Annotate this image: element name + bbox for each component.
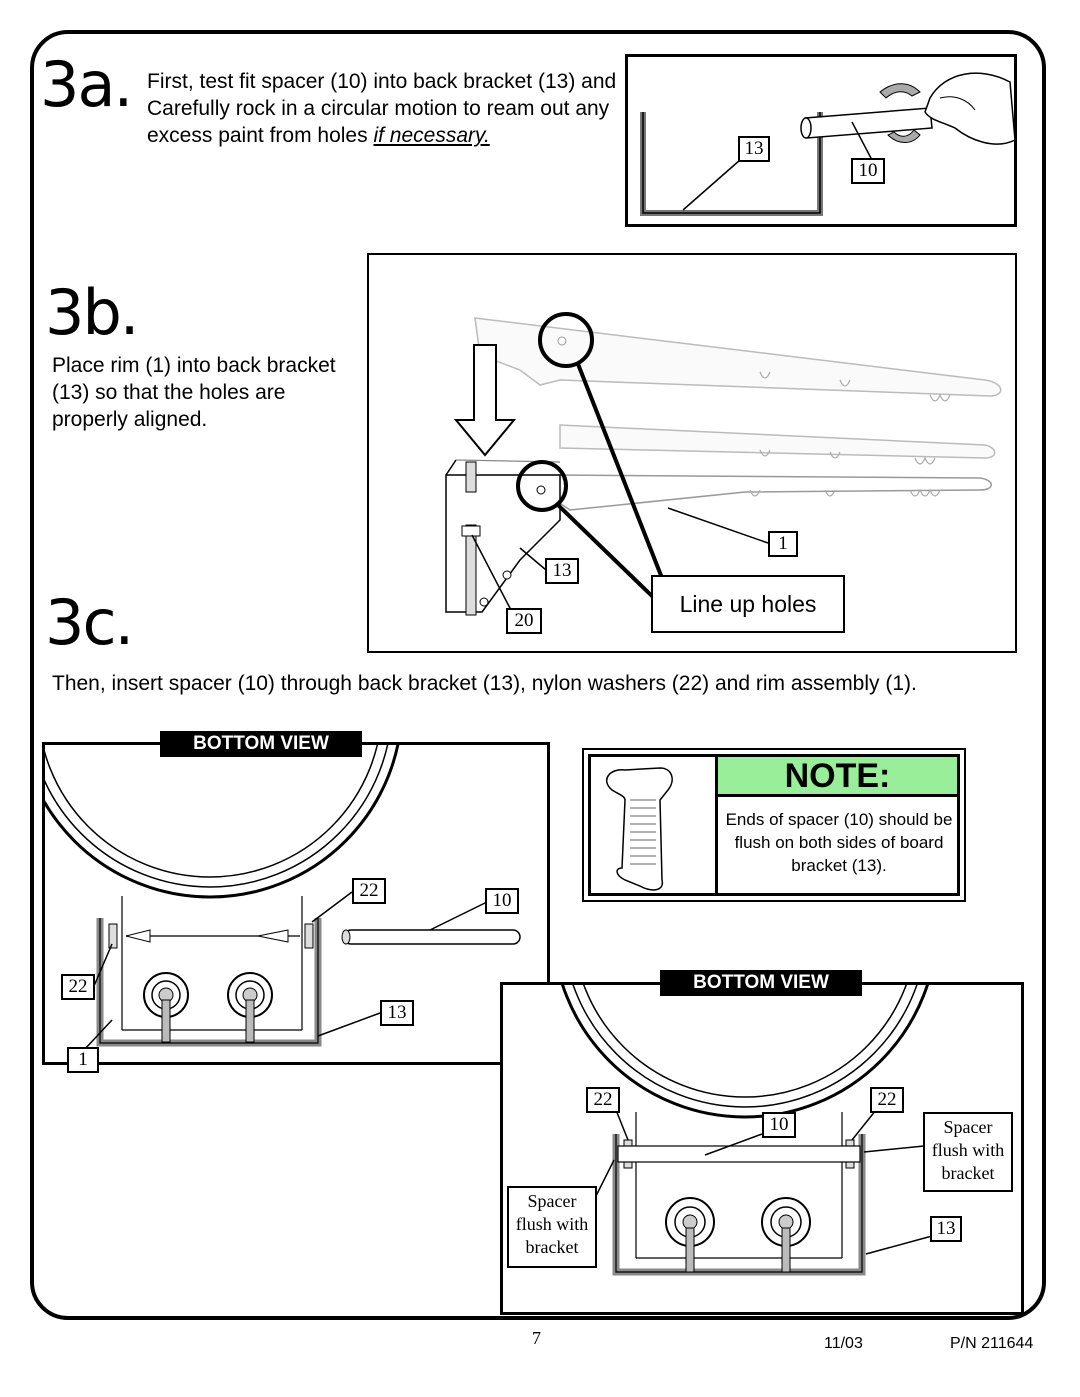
page-number: 7	[532, 1328, 541, 1348]
spacer-flush-callout-right: Spacer flush with bracket	[923, 1112, 1013, 1192]
note-title: NOTE:	[718, 757, 957, 797]
step-3c-label: 3c.	[45, 586, 134, 659]
footer-part-number: P/N 211644	[950, 1335, 1034, 1352]
bv1-tag-22-right: 22	[352, 878, 386, 904]
step-3a-label: 3a.	[40, 48, 133, 121]
spacer-flush-callout-left: Spacer flush with bracket	[507, 1186, 597, 1268]
bv2-tag-13: 13	[930, 1216, 962, 1242]
bv2-tag-10: 10	[762, 1112, 796, 1138]
step-3b-text: Place rim (1) into back bracket (13) so …	[52, 354, 336, 431]
step-3b-label: 3b.	[45, 276, 140, 349]
fig3a-tag-10: 10	[851, 158, 885, 184]
step-3a-text-emphasis: if necessary.	[373, 124, 490, 147]
fig3a-tag-13: 13	[738, 136, 770, 162]
bv1-tag-10: 10	[485, 888, 519, 914]
note-text: Ends of spacer (10) should be flush on b…	[725, 810, 953, 875]
bv1-tag-13: 13	[380, 1000, 414, 1026]
fig3b-tag-13: 13	[545, 558, 579, 584]
step-3a-text-main: First, test fit spacer (10) into back br…	[147, 70, 617, 147]
bv2-tag-22-left: 22	[586, 1087, 620, 1113]
bv2-tag-22-right: 22	[870, 1087, 904, 1113]
line-up-holes-callout: Line up holes	[651, 575, 845, 633]
footer-date: 11/03	[824, 1335, 863, 1352]
bottom-view-2-header: BOTTOM VIEW	[660, 970, 862, 996]
fig3b-tag-1: 1	[768, 531, 798, 557]
bv1-tag-1: 1	[67, 1047, 99, 1073]
note-box: NOTE: Ends of spacer (10) should be flus…	[582, 748, 966, 902]
bottom-view-1-header: BOTTOM VIEW	[160, 731, 362, 757]
step-3c-text: Then, insert spacer (10) through back br…	[52, 672, 917, 695]
page-frame	[30, 30, 1046, 1320]
bv1-tag-22-left: 22	[61, 974, 95, 1000]
step-3a-text: First, test fit spacer (10) into back br…	[147, 68, 617, 149]
fig3b-tag-20: 20	[506, 608, 542, 634]
